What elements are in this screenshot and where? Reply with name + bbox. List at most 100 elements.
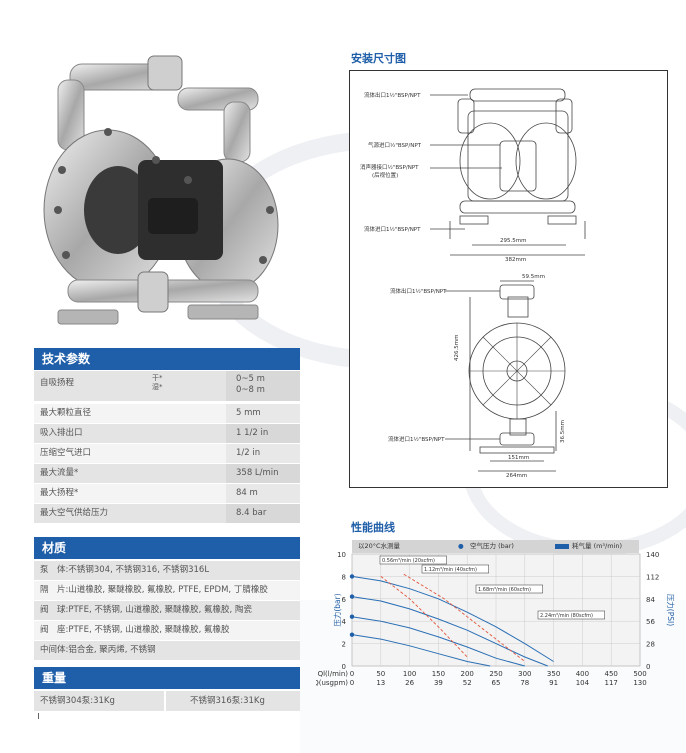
- label-fluid-inlet-2: 流体进口1½"BSP/NPT: [388, 437, 445, 443]
- tech-row-label: 最大颗粒直径: [40, 408, 92, 418]
- consumption-annotation: 2.24m³/min (80scfm): [540, 613, 593, 619]
- y-tick-label: 8: [342, 573, 346, 581]
- x-tick-label: 0: [350, 670, 354, 678]
- x-tick-label: 450: [605, 670, 618, 678]
- x-tick-label: 150: [432, 670, 445, 678]
- y-tick-label: 2: [342, 641, 346, 649]
- dimension-drawing-svg: [430, 88, 586, 472]
- materials-header: 材质: [34, 537, 300, 559]
- tech-row: 最大空气供给压力 8.4 bar: [34, 504, 300, 523]
- y-tick-label-psi: 28: [646, 641, 655, 649]
- x-tick-label: 200: [461, 670, 474, 678]
- consumption-annotation-box: [475, 584, 543, 594]
- label-dim-382: 382mm: [505, 257, 527, 263]
- y-tick-label: 10: [337, 551, 346, 559]
- y-tick-label: 4: [342, 618, 347, 626]
- tech-row-value: 1 1/2 in: [226, 424, 300, 443]
- tech-row-label: 最大空气供给压力: [40, 508, 109, 518]
- pressure-start-point: [349, 614, 355, 619]
- x-tick-label-usgpm: 104: [576, 679, 590, 687]
- pressure-start-point: [349, 594, 355, 599]
- y-tick-label-psi: 84: [646, 596, 655, 604]
- tech-row-label: 自吸扬程: [40, 378, 75, 388]
- label-muffler-note: (后视位置): [372, 173, 399, 179]
- y-axis-label-psi: 压力(PSI): [666, 594, 676, 626]
- label-dim-295: 295.5mm: [500, 238, 527, 244]
- label-dim-151: 151mm: [508, 455, 530, 461]
- tech-row: 自吸扬程 干* 湿* 0~5 m 0~8 m: [34, 371, 300, 401]
- label-dim-365: 36.5mm: [560, 420, 566, 443]
- label-dim-264: 264mm: [506, 473, 528, 479]
- x-tick-label-usgpm: 0: [350, 679, 354, 687]
- tech-row-value: 358 L/min: [226, 464, 300, 483]
- x-tick-label-usgpm: 117: [605, 679, 618, 687]
- material-row: 中间体:铝合金, 聚丙烯, 不锈钢: [34, 641, 300, 660]
- label-air-inlet: 气源进口½"BSP/NPT: [368, 143, 421, 149]
- weight-header: 重量: [34, 667, 300, 689]
- tech-row-label: 吸入排出口: [40, 428, 83, 438]
- x-tick-label: 350: [547, 670, 560, 678]
- tech-row-value: 5 mm: [226, 404, 300, 423]
- tech-params-header: 技术参数: [34, 348, 300, 370]
- y-axis-label: 压力(bar): [332, 593, 342, 626]
- dimension-drawing: 流体出口1½"BSP/NPT 气源进口½"BSP/NPT 消声器接口½"BSP/…: [349, 70, 668, 488]
- air-consumption-line: [403, 573, 526, 662]
- x-tick-label: 250: [489, 670, 502, 678]
- legend-dot-icon: ●: [458, 542, 464, 550]
- label-dim-59: 59.5mm: [522, 274, 545, 280]
- y-tick-label-psi: 140: [646, 551, 659, 559]
- x-axis-label: Ql(l/min): [318, 670, 349, 678]
- material-row: 泵 体:不锈钢304, 不锈钢316, 不锈钢316L: [34, 561, 300, 580]
- pressure-line: [351, 596, 548, 667]
- x-tick-label: 300: [518, 670, 531, 678]
- tech-row: 压缩空气进口 1/2 in: [34, 444, 300, 463]
- consumption-annotation: 1.12m³/min (40scfm): [424, 567, 477, 573]
- pressure-start-point: [349, 574, 355, 579]
- page-mark: [38, 713, 39, 719]
- chart-legend: 以20°C水测量 ● 空气压力 (bar) 耗气量 (m³/min): [352, 540, 639, 553]
- air-consumption-line: [380, 576, 468, 658]
- y-tick-label-psi: 112: [646, 573, 659, 581]
- tech-row: 吸入排出口 1 1/2 in: [34, 424, 300, 443]
- label-fluid-outlet: 流体出口1½"BSP/NPT: [364, 93, 421, 99]
- tech-row-value: 0~5 m 0~8 m: [226, 371, 300, 401]
- material-row: 阀 座:PTFE, 不锈钢, 山道橡胶, 聚醚橡胶, 氟橡胶: [34, 621, 300, 640]
- pressure-line: [351, 616, 525, 667]
- pressure-line: [351, 575, 554, 662]
- x-tick-label-usgpm: 130: [633, 679, 646, 687]
- tech-row-value: 1/2 in: [226, 444, 300, 463]
- x-tick-label-usgpm: 13: [376, 679, 385, 687]
- label-fluid-outlet-2: 流体出口1½"BSP/NPT: [390, 289, 447, 295]
- x-tick-label-usgpm: 78: [520, 679, 529, 687]
- material-row: 阀 球:PTFE, 不锈钢, 山道橡胶, 聚醚橡胶, 氟橡胶, 陶瓷: [34, 601, 300, 620]
- pressure-start-point: [349, 632, 355, 637]
- tech-row-sub: 干* 湿*: [152, 374, 163, 391]
- install-dims-title: 安装尺寸图: [351, 52, 406, 65]
- x-tick-label: 100: [403, 670, 416, 678]
- material-row: 隔 片:山道橡胶, 聚醚橡胶, 氟橡胶, PTFE, EPDM, 丁腈橡胶: [34, 581, 300, 600]
- x-tick-label: 400: [576, 670, 589, 678]
- tech-row: 最大扬程* 84 m: [34, 484, 300, 503]
- label-muffler: 消声器接口½"BSP/NPT: [360, 165, 419, 171]
- y-tick-label-psi: 56: [646, 618, 655, 626]
- consumption-annotation: 1.68m³/min (60scfm): [478, 587, 531, 593]
- x-tick-label-usgpm: 91: [549, 679, 558, 687]
- y-tick-label-psi: 0: [646, 663, 650, 671]
- legend-header: 以20°C水测量: [358, 542, 401, 550]
- x-tick-label-usgpm: 52: [463, 679, 472, 687]
- consumption-annotation: 0.56m³/min (20scfm): [382, 558, 435, 564]
- label-dim-426: 426.5mm: [454, 334, 460, 361]
- tech-row-value: 8.4 bar: [226, 504, 300, 523]
- legend-bar-icon: [555, 544, 569, 549]
- consumption-annotation-box: [421, 564, 489, 574]
- weight-row: 不锈钢304泵:31Kg 不锈钢316泵:31Kg: [34, 691, 300, 711]
- weight-cell: 不锈钢316泵:31Kg: [166, 691, 300, 711]
- x-tick-label-usgpm: 65: [492, 679, 501, 687]
- tech-row-label: 最大扬程*: [40, 488, 79, 498]
- weight-cell: 不锈钢304泵:31Kg: [34, 691, 164, 711]
- pressure-line: [351, 634, 491, 667]
- consumption-annotation-box: [379, 555, 447, 565]
- tech-row: 最大流量* 358 L/min: [34, 464, 300, 483]
- x-tick-label-usgpm: 26: [405, 679, 414, 687]
